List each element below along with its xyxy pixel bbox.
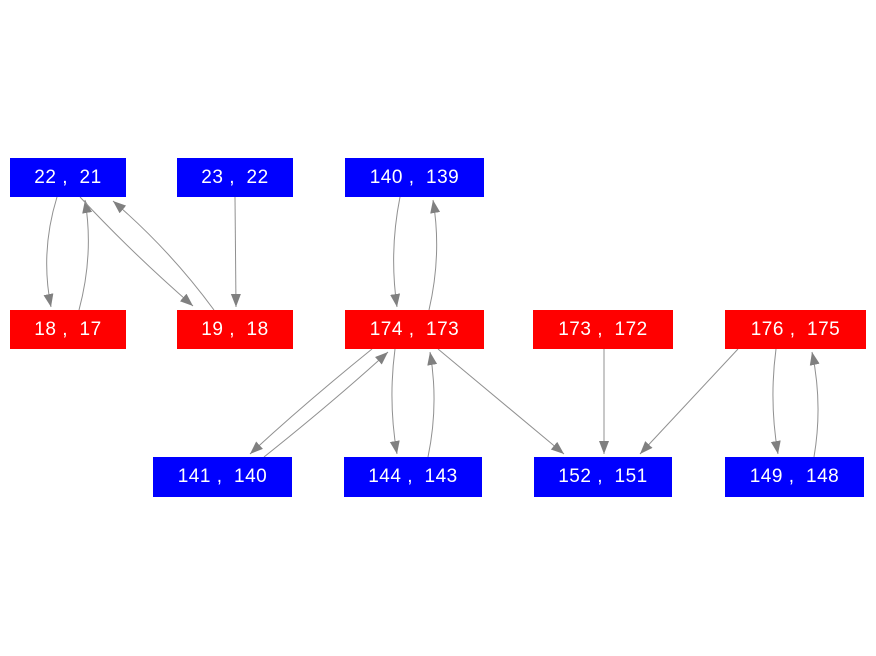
node-149-148-label: 149 , 148 bbox=[749, 466, 840, 487]
node-18-17-label: 18 , 17 bbox=[34, 318, 102, 340]
edge-18-17-to-22-21 bbox=[78, 199, 93, 311]
edge-22-21-to-19-18 bbox=[79, 196, 194, 307]
edge-176-175-to-149-148 bbox=[770, 348, 781, 455]
node-144-143-label: 144 , 143 bbox=[368, 466, 458, 487]
node-174-173-label: 174 , 173 bbox=[369, 318, 460, 340]
edge-19-18-to-22-21 bbox=[112, 200, 215, 311]
node-141-140: 141 , 140 bbox=[153, 457, 292, 497]
node-22-21: 22 , 21 bbox=[10, 158, 126, 197]
node-141-140-label: 141 , 140 bbox=[177, 466, 268, 487]
node-144-143: 144 , 143 bbox=[344, 457, 482, 497]
edge-174-173-to-144-143 bbox=[389, 348, 400, 455]
node-173-172: 173 , 172 bbox=[533, 310, 673, 349]
edge-174-173-to-140-139 bbox=[428, 199, 441, 311]
node-176-175: 176 , 175 bbox=[725, 310, 866, 349]
node-140-139: 140 , 139 bbox=[345, 158, 484, 197]
node-19-18: 19 , 18 bbox=[177, 310, 293, 349]
edge-174-173-to-152-151 bbox=[437, 348, 565, 455]
edge-149-148-to-176-175 bbox=[809, 351, 820, 458]
node-174-173: 174 , 173 bbox=[345, 310, 484, 349]
node-23-22: 23 , 22 bbox=[177, 158, 293, 197]
node-22-21-label: 22 , 21 bbox=[34, 166, 102, 188]
node-149-148: 149 , 148 bbox=[725, 457, 864, 497]
edge-141-140-to-174-173 bbox=[263, 351, 389, 458]
node-152-151-label: 152 , 151 bbox=[558, 466, 648, 487]
edge-22-21-to-18-17 bbox=[43, 196, 58, 308]
node-23-22-label: 23 , 22 bbox=[201, 166, 269, 188]
edge-144-143-to-174-173 bbox=[427, 351, 438, 458]
edge-174-173-to-141-140 bbox=[249, 348, 373, 455]
node-176-175-label: 176 , 175 bbox=[750, 318, 841, 340]
edge-23-22-to-19-18 bbox=[230, 196, 241, 308]
node-152-151: 152 , 151 bbox=[534, 457, 672, 497]
node-140-139-label: 140 , 139 bbox=[369, 166, 460, 188]
node-173-172-label: 173 , 172 bbox=[558, 318, 648, 340]
edge-140-139-to-174-173 bbox=[390, 196, 401, 308]
node-18-17: 18 , 17 bbox=[10, 310, 126, 349]
edge-176-175-to-152-151 bbox=[639, 348, 739, 455]
node-19-18-label: 19 , 18 bbox=[201, 318, 269, 340]
